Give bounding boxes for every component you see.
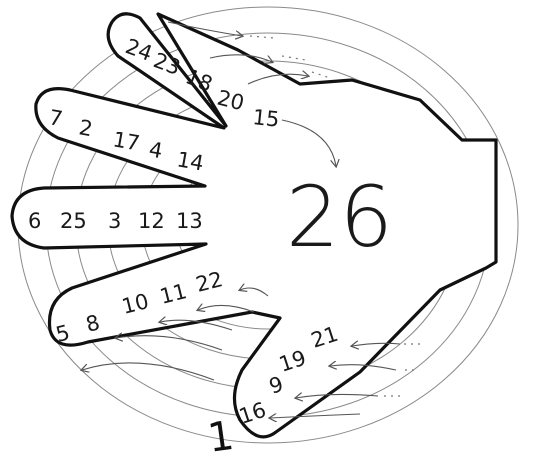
finger-number: 6 — [28, 209, 41, 233]
arrow-dots — [249, 35, 275, 39]
arrow — [352, 343, 401, 346]
spiral-arrows — [82, 21, 420, 418]
middle-finger-numbers: 7 2 17 4 14 — [47, 105, 205, 175]
finger-number: 2 — [77, 115, 94, 141]
arrow — [167, 21, 242, 36]
arrow — [82, 362, 215, 381]
center-number: 26 — [286, 168, 393, 266]
arrow — [209, 54, 272, 62]
finger-number: 14 — [175, 147, 205, 175]
ring-finger-numbers: 6 25 3 12 13 — [28, 209, 203, 233]
arrow — [198, 305, 255, 313]
finger-number: 5 — [53, 320, 72, 347]
finger-number: 4 — [147, 137, 164, 163]
arrow-to-center — [281, 119, 336, 166]
arrow — [240, 288, 269, 297]
palm-center — [206, 138, 374, 282]
finger-number: 17 — [111, 127, 141, 155]
finger-number: 25 — [60, 209, 87, 233]
finger-number: 8 — [83, 310, 102, 337]
start-number: 1 — [205, 413, 237, 457]
finger-number: 3 — [108, 209, 121, 233]
finger-number: 13 — [176, 209, 203, 233]
finger-number: 12 — [138, 209, 165, 233]
arrow-dots — [311, 71, 331, 79]
finger-number: 7 — [47, 105, 64, 131]
finger-number: 15 — [251, 105, 280, 132]
arrow-dots — [281, 55, 307, 61]
arrow — [330, 365, 397, 371]
arrow — [270, 414, 361, 418]
arrow — [116, 336, 223, 351]
arrow — [247, 74, 308, 85]
arrow — [296, 394, 379, 398]
arrow — [160, 320, 233, 331]
